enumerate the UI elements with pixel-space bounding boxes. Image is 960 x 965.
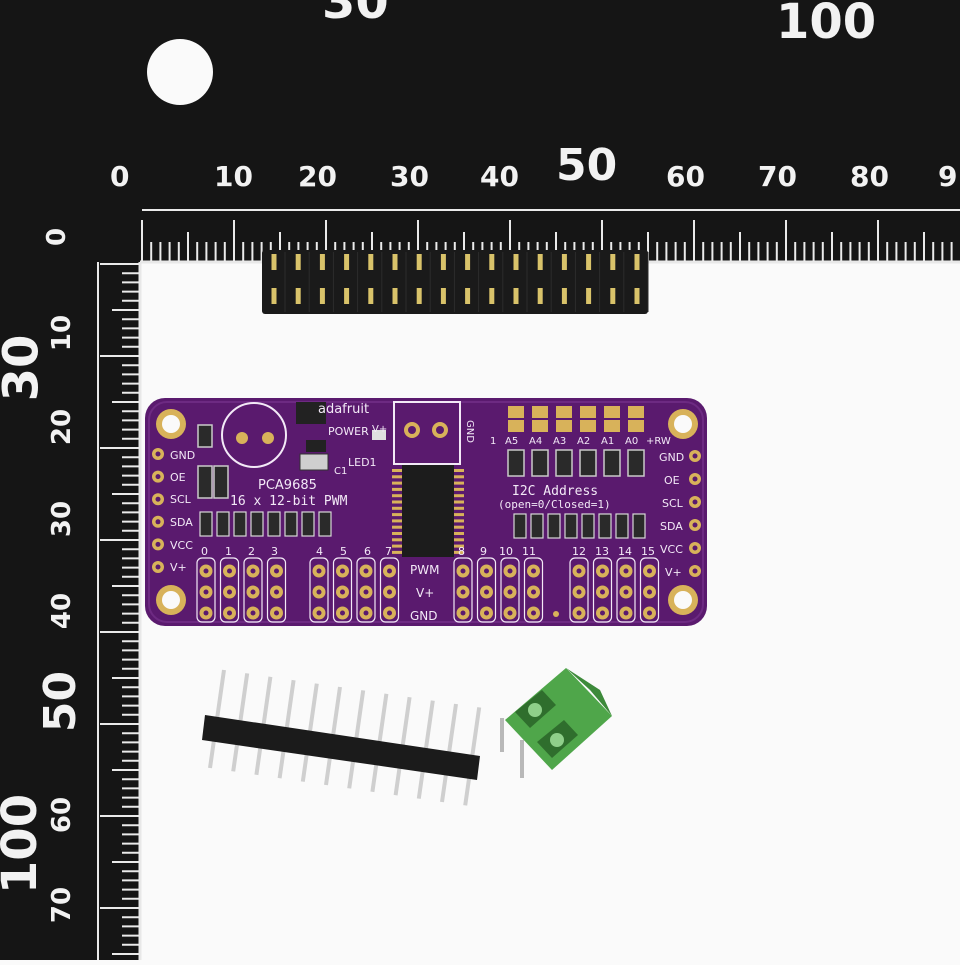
row-label: PWM	[410, 563, 440, 577]
channel-label: 15	[641, 545, 655, 558]
ruler-left-number: 10	[47, 314, 78, 352]
led-label: LED1	[348, 456, 377, 469]
power-label: POWER	[328, 425, 369, 438]
ruler-left-number: 50	[35, 670, 87, 733]
mounting-hole	[668, 585, 698, 615]
ruler-top-ticks	[141, 209, 960, 262]
mounting-hole	[156, 585, 186, 615]
channel-label: 1	[225, 545, 232, 558]
row-label: GND	[410, 609, 438, 623]
ruler-top-number: 10	[214, 160, 253, 193]
channel-label: 11	[522, 545, 536, 558]
ruler-big-label: 100	[0, 793, 49, 895]
board-title: 16 x 12-bit PWM	[230, 494, 348, 509]
right-pin-label: SCL	[662, 497, 683, 510]
right-pin-label: V+	[665, 566, 682, 579]
ruler-left-number: 40	[47, 592, 78, 630]
addr-right-label: +RW	[646, 436, 671, 447]
ruler-left-number: 30	[47, 500, 78, 538]
ruler-big-label: 30	[322, 0, 389, 30]
left-pin-label: OE	[170, 471, 186, 484]
channel-label: 2	[248, 545, 255, 558]
left-pin-label: V+	[170, 561, 187, 574]
left-pin-label: SDA	[170, 516, 193, 529]
addr-label: A1	[601, 436, 615, 447]
brand-label: adafruit	[318, 402, 370, 417]
right-pin-label: OE	[664, 474, 680, 487]
double-row-header	[262, 250, 649, 314]
addr-label: A3	[553, 436, 567, 447]
i2c-subtitle: (open=0/Closed=1)	[498, 498, 611, 511]
ruler-top-number: 30	[390, 160, 429, 193]
ruler-left-number: 0	[42, 227, 73, 247]
pwm-board	[145, 398, 707, 626]
ruler-top-number: 50	[556, 140, 618, 191]
addr-label: A4	[529, 436, 543, 447]
pca9685-chip	[402, 465, 454, 557]
ruler-left-number: 20	[47, 408, 78, 446]
ruler-top-number: 40	[480, 160, 519, 193]
addr-label: A5	[505, 436, 519, 447]
ruler-top-number: 9	[938, 160, 958, 193]
right-pin-label: SDA	[660, 520, 683, 533]
terminal-gnd-label: GND	[463, 420, 475, 443]
channel-label: 7	[385, 545, 392, 558]
ruler-top-number: 60	[666, 160, 705, 193]
channel-label: 3	[271, 545, 278, 558]
channel-label: 0	[201, 545, 208, 558]
ruler-left-number: 60	[47, 796, 78, 834]
cap-label: C1	[334, 466, 348, 477]
channel-label: 10	[499, 545, 513, 558]
ruler-top-number: 80	[850, 160, 889, 193]
left-pin-label: VCC	[170, 539, 193, 552]
single-row-header	[202, 669, 482, 806]
ruler-left-number: 70	[47, 886, 78, 924]
ruler-left-ticks	[97, 262, 140, 960]
channel-label: 6	[364, 545, 371, 558]
addr-left-label: 1	[490, 436, 497, 447]
channel-label: 4	[316, 545, 323, 558]
ruler-hole	[147, 39, 213, 105]
screw-terminal	[500, 668, 612, 778]
addr-label: A2	[577, 436, 591, 447]
ruler-top-number: 20	[298, 160, 337, 193]
ruler-big-label: 30	[0, 334, 50, 402]
row-label: V+	[416, 586, 435, 600]
right-pin-label: VCC	[660, 543, 683, 556]
ruler-top-number: 70	[758, 160, 797, 193]
channel-label: 8	[458, 545, 465, 558]
left-pin-label: GND	[170, 449, 196, 462]
left-pin-label: SCL	[170, 493, 191, 506]
channel-label: 14	[618, 545, 632, 558]
terminal-vplus-label: V+	[372, 424, 388, 435]
mounting-hole	[156, 409, 186, 439]
ruler-top-number: 0	[110, 160, 130, 193]
capacitor-outline	[221, 402, 287, 468]
channel-label: 13	[595, 545, 609, 558]
i2c-title: I2C Address	[512, 484, 599, 499]
right-pin-label: GND	[659, 451, 685, 464]
channel-label: 5	[340, 545, 347, 558]
chip-label: PCA9685	[258, 478, 317, 493]
addr-label: A0	[625, 436, 639, 447]
terminal-footprint	[393, 401, 461, 465]
ruler-big-label: 100	[776, 0, 877, 50]
channel-label: 9	[480, 545, 487, 558]
channel-label: 12	[572, 545, 586, 558]
mounting-hole	[668, 409, 698, 439]
